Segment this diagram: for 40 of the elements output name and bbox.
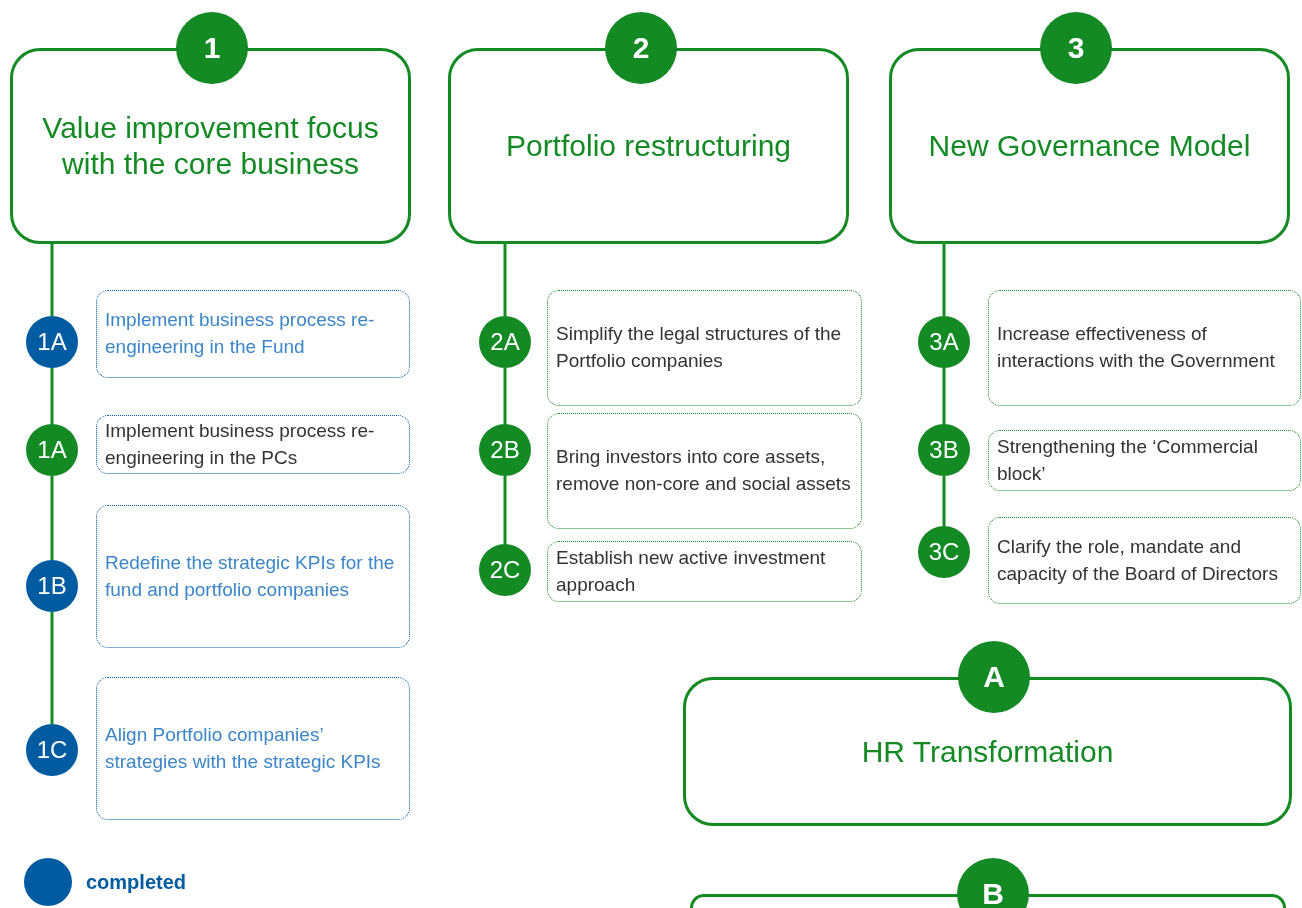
step-badge: 1B [26,560,78,612]
task-box: Simplify the legal structures of the Portfolio companies [547,290,862,406]
step-badge: 3C [918,526,970,578]
task-box: Redefine the strategic KPIs for the fund and portfolio companies [96,505,410,648]
task-box: Implement business process re-engineering in the PCs [96,415,410,474]
connector-line [942,368,946,424]
legend-label: completed [86,870,187,894]
step-badge: 2C [479,544,531,596]
pillar-title: Portfolio restructuring [504,128,793,164]
connector-line [503,476,507,544]
step-badge: 2A [479,316,531,368]
task-box: Clarify the role, mandate and capacity of the Board of Directors [988,517,1301,604]
task-box: Align Portfolio companies’ strategies with the strategic KPIs [96,677,410,820]
pillar-title: HR Transformation [860,733,1115,770]
task-box: Strengthening the ‘Commercial block’ [988,430,1301,491]
number-badge: 2 [605,12,677,84]
connector-line [942,476,946,526]
step-badge: 3B [918,424,970,476]
number-badge: 3 [1040,12,1112,84]
connector-line [503,244,507,316]
pillar-title: New Governance Model [927,128,1252,164]
step-badge: 1A [26,424,78,476]
connector-line [942,244,946,316]
task-box: Establish new active investment approach [547,541,862,602]
number-badge: A [958,641,1030,713]
number-badge: 1 [176,12,248,84]
step-badge: 3A [918,316,970,368]
task-box: Increase effectiveness of interactions with the Government [988,290,1301,406]
connector-line [50,612,54,724]
task-box: Bring investors into core assets, remove non-core and social assets [547,413,862,529]
step-badge: 1A [26,316,78,368]
connector-line [50,476,54,560]
connector-line [503,368,507,424]
step-badge: 1C [26,724,78,776]
pillar-title: Value improvement focus with the core business [41,110,380,182]
step-badge: 2B [479,424,531,476]
task-box: Implement business process re-engineering in the Fund [96,290,410,378]
connector-line [50,368,54,424]
connector-line [50,244,54,316]
number-badge: B [957,858,1029,908]
